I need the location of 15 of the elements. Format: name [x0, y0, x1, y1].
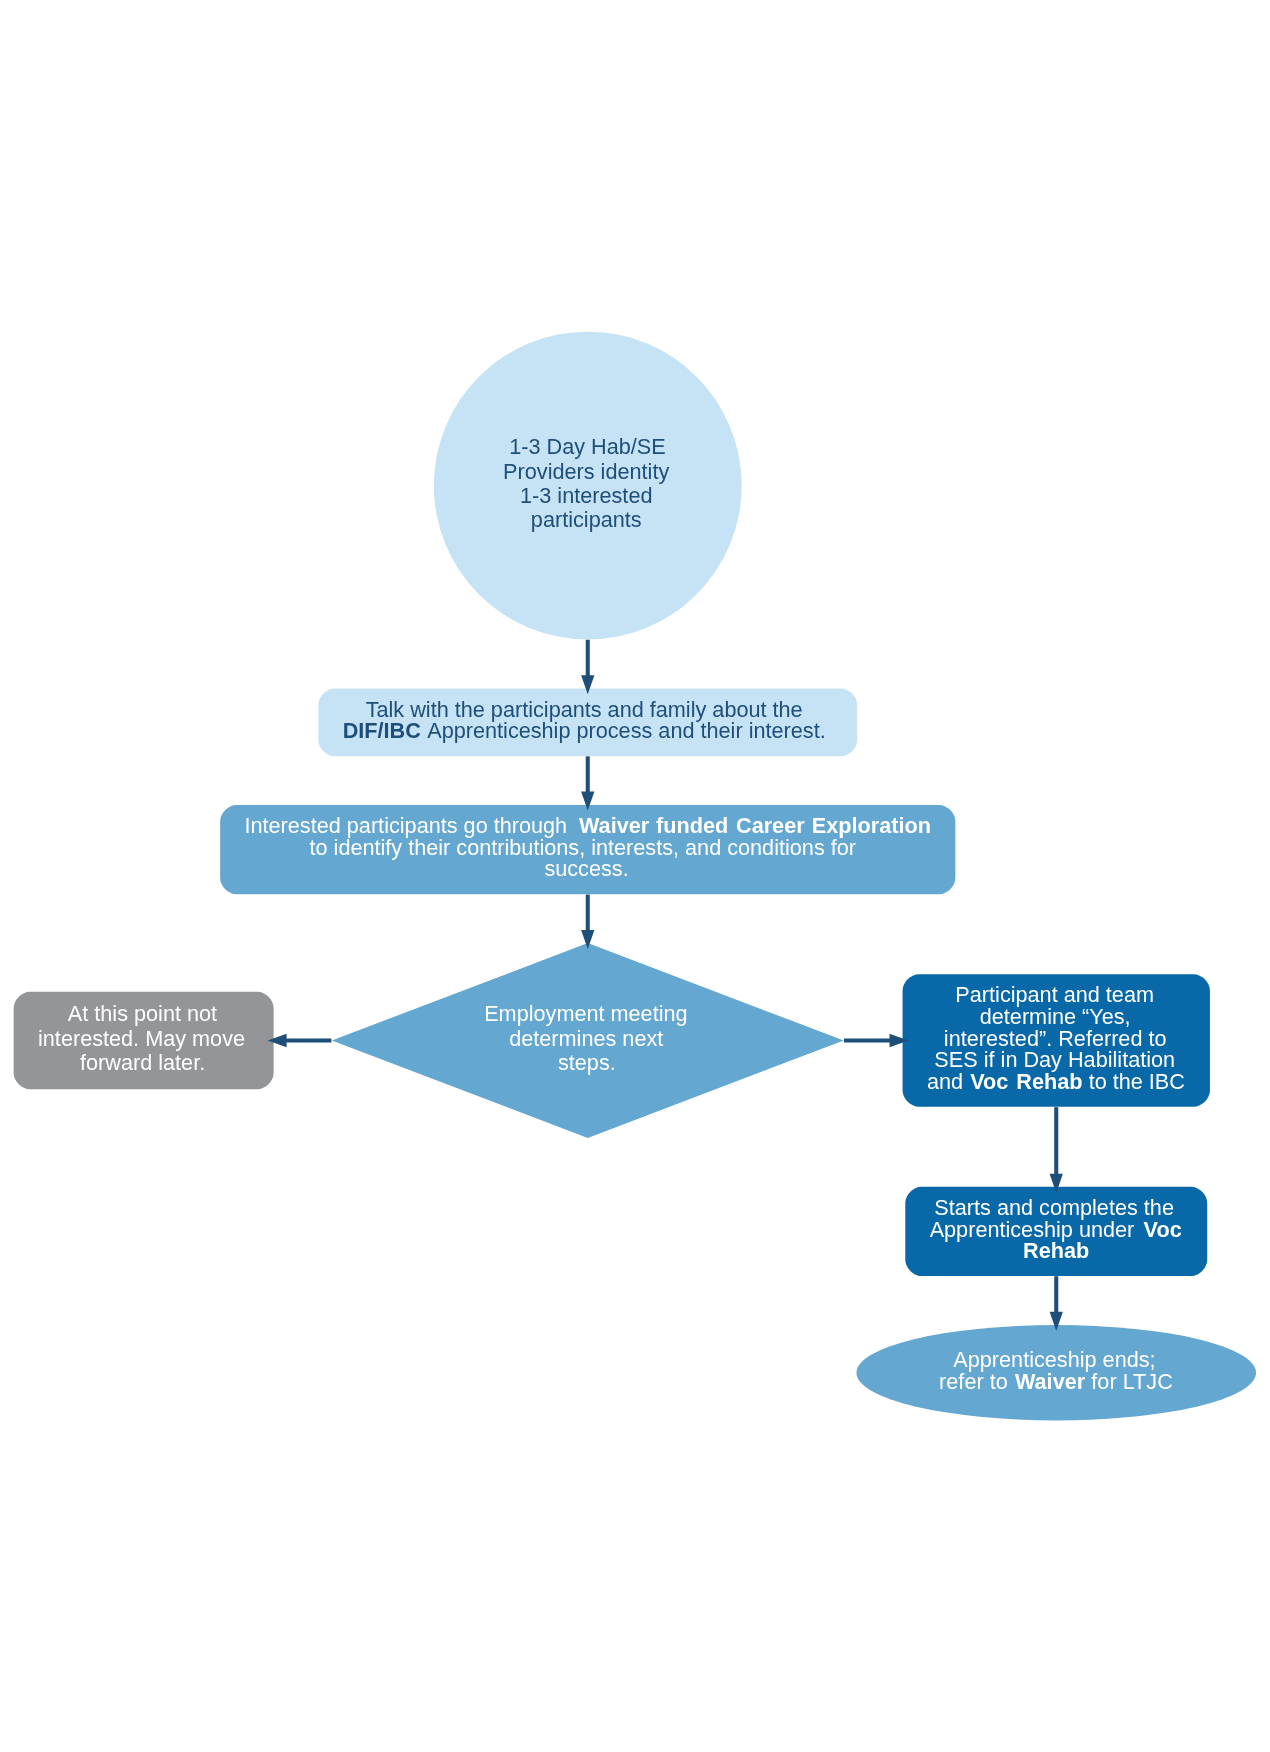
node-box: Participant and team determine “Yes, interested”. Referred to SES if in Day Habilitation and Voc Rehab to the IBC	[902, 974, 1210, 1107]
node-box: At this point not interested. May move forward later.	[13, 991, 274, 1090]
arrow	[581, 756, 595, 811]
node-box: Interested participants go through Waiver funded Career Exploration to identify their contributions, interests, and conditions for success.	[220, 804, 956, 895]
arrow	[581, 639, 595, 695]
node-box: Talk with the participants and family about the DIF/IBC Apprenticeship process and their interest.	[318, 688, 858, 757]
node-diamond: Employment meeting determines next steps.	[331, 943, 844, 1138]
arrow	[267, 1033, 332, 1048]
node-box: Starts and completes the Apprenticeship under Voc Rehab	[905, 1186, 1208, 1277]
arrow	[1049, 1107, 1063, 1193]
arrow	[581, 894, 595, 950]
node-circle: 1-3 Day Hab/SE Providers identity 1-3 interested participants	[433, 331, 742, 640]
arrow	[843, 1033, 909, 1048]
node-ellipse: Apprenticeship ends; refer to Waiver for LTJC	[856, 1325, 1257, 1421]
arrow	[1049, 1276, 1063, 1331]
